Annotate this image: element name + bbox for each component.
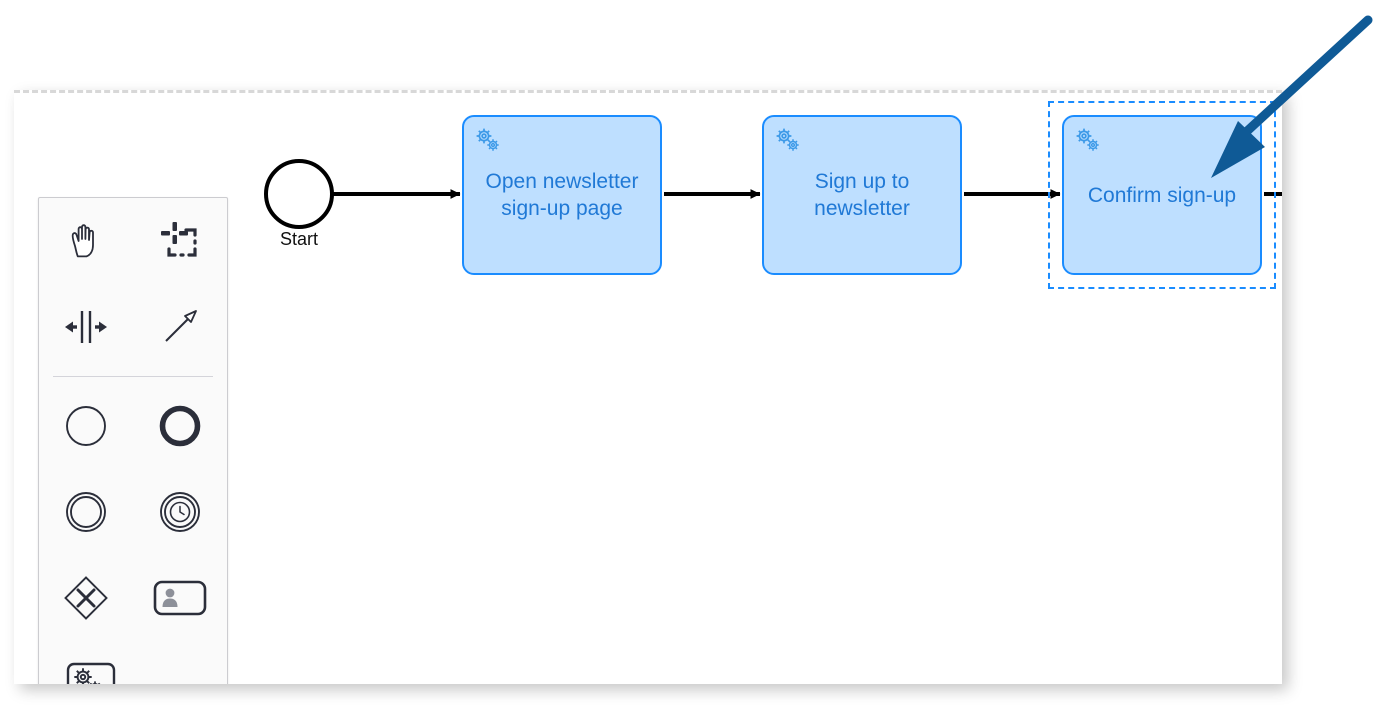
palette-participant[interactable] [138,555,222,641]
gears-icon [1072,125,1106,159]
end-event-icon [155,401,205,451]
lasso-icon [155,216,205,266]
connection-arrow-icon [155,302,205,352]
palette-start-event[interactable] [44,383,128,469]
start-event-node[interactable] [264,159,334,229]
palette-row [39,198,227,284]
palette-global-connect-tool[interactable] [138,284,222,370]
palette-timer-event[interactable] [138,469,222,555]
task-label: Open newsletter sign-up page [485,170,639,220]
palette-end-event[interactable] [138,383,222,469]
task-sign-up-to-newsletter[interactable]: Sign up to newsletter [762,115,962,275]
gateway-icon [59,571,113,625]
palette-service-task[interactable] [51,641,135,684]
palette-row [39,641,227,684]
palette-group-tools [39,198,227,370]
gears-icon [772,125,806,159]
palette-row [39,469,227,555]
participant-icon [151,575,209,621]
palette-lasso-tool[interactable] [138,198,222,284]
space-tool-icon [59,302,113,352]
task-open-newsletter-sign-up-page[interactable]: Open newsletter sign-up page [462,115,662,275]
palette-hand-tool[interactable] [44,198,128,284]
task-label: Sign up to newsletter [814,170,910,220]
element-palette[interactable] [38,197,228,684]
intermediate-event-icon [61,487,111,537]
service-task-icon [64,659,122,684]
palette-row [39,555,227,641]
palette-row [39,383,227,469]
start-event-icon [61,401,111,451]
timer-event-icon [155,487,205,537]
task-label: Confirm sign-up [1087,183,1237,207]
palette-row [39,284,227,370]
task-confirm-sign-up[interactable]: Confirm sign-up [1062,115,1262,275]
palette-group-elements [39,383,227,684]
hand-icon [61,216,111,266]
bpmn-canvas[interactable]: Start [14,90,1282,684]
gears-icon [472,125,506,159]
start-event-label: Start [279,229,318,249]
palette-intermediate-event[interactable] [44,469,128,555]
palette-divider [53,376,213,377]
palette-gateway[interactable] [44,555,128,641]
palette-space-tool[interactable] [44,284,128,370]
